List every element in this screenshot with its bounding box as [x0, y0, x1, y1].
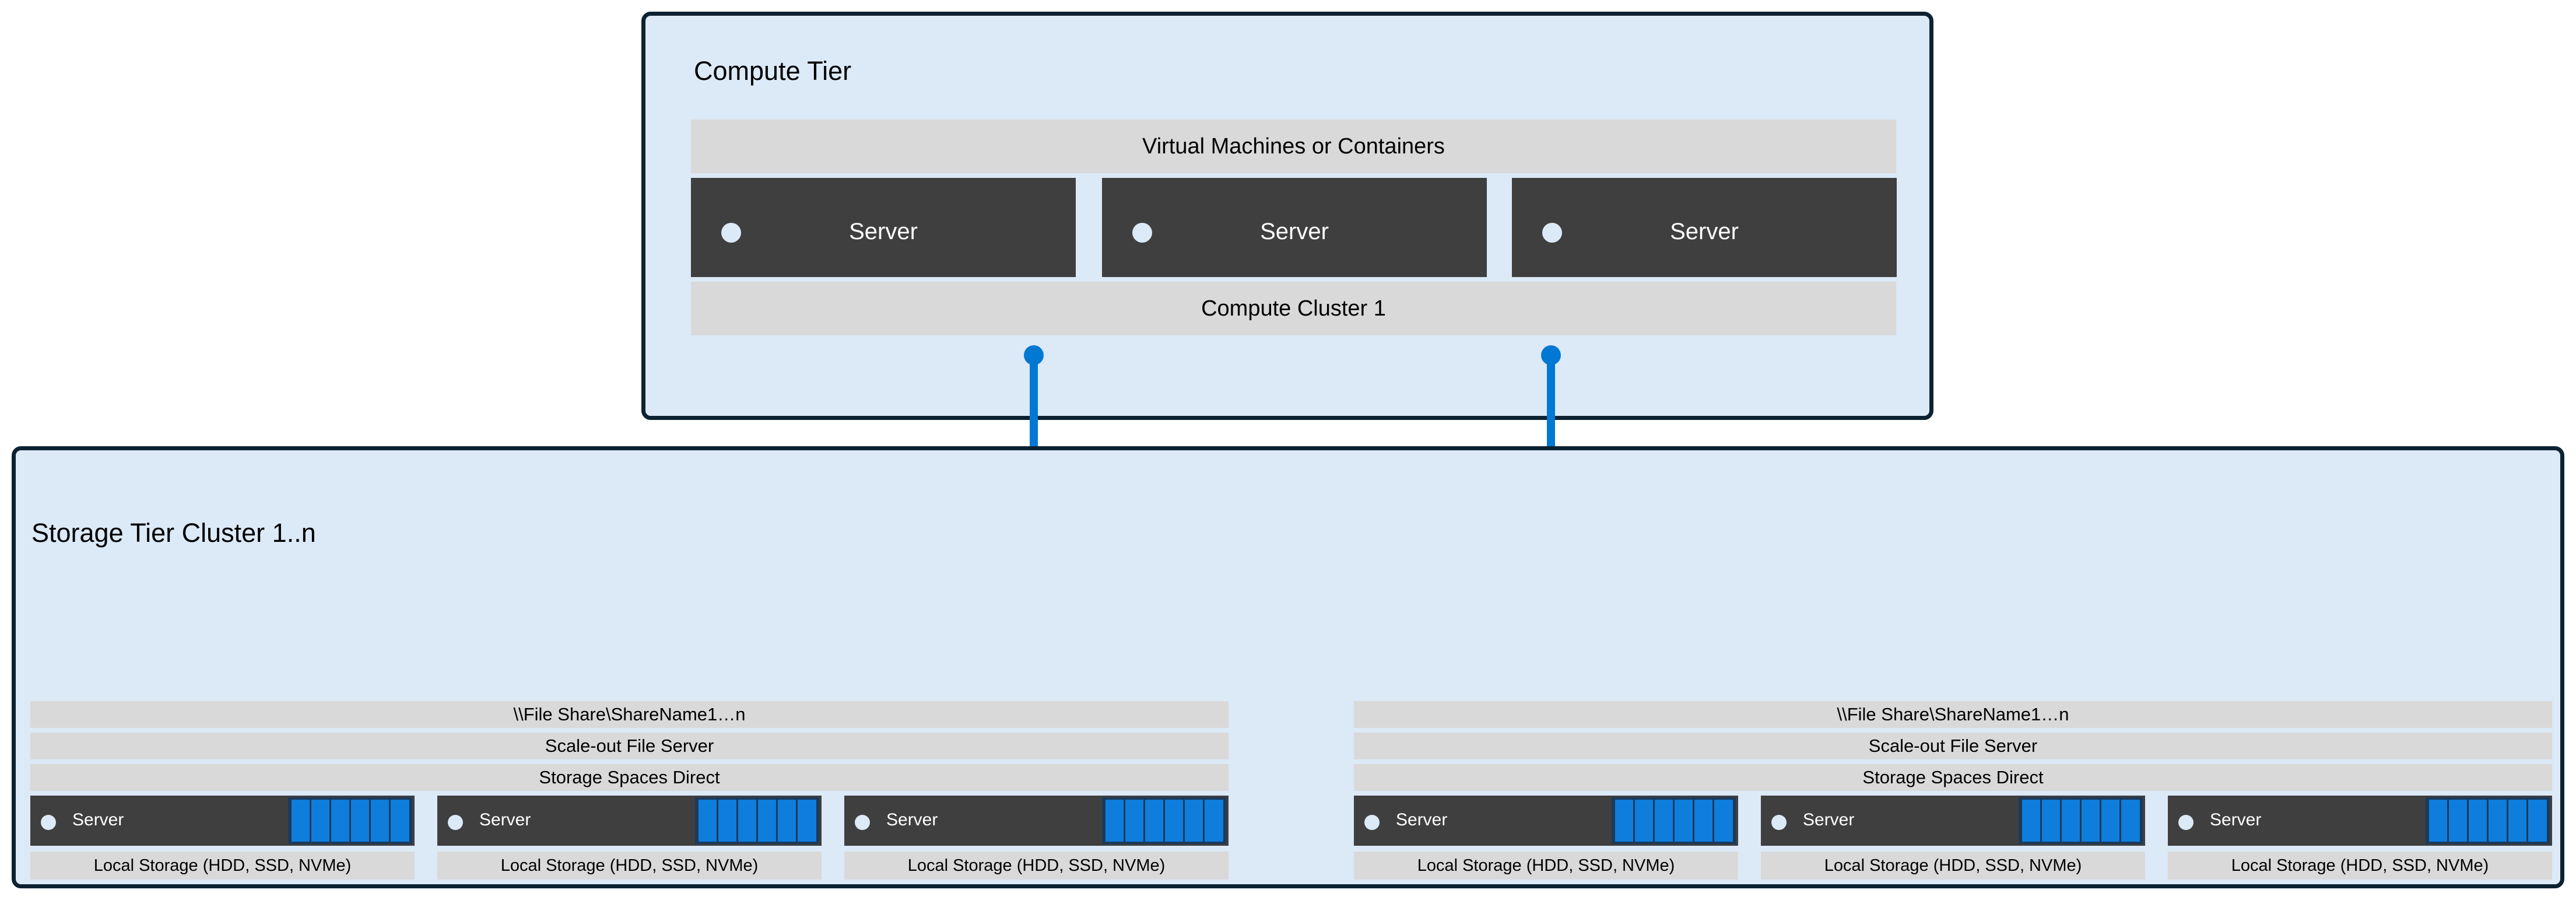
disk-icon [371, 800, 389, 842]
disk-icon [2508, 800, 2527, 842]
storage-tier-container: Storage Tier Cluster 1..n \\File Share\S… [12, 446, 2564, 888]
disk-icon [2041, 800, 2060, 842]
disk-array-icon [2426, 797, 2550, 844]
disk-icon [758, 800, 777, 842]
storage-spaces-direct-bar: Storage Spaces Direct [30, 764, 1229, 791]
disk-icon [1185, 800, 1203, 842]
disk-array-icon [2019, 797, 2143, 844]
compute-server-1-label: Server [849, 219, 918, 244]
disk-icon [2468, 800, 2487, 842]
local-storage-label: Local Storage (HDD, SSD, NVMe) [30, 852, 415, 880]
local-storage-label: Local Storage (HDD, SSD, NVMe) [2168, 852, 2552, 880]
storage-node-3-chassis: Server [2168, 796, 2552, 846]
storage-tier-title: Storage Tier Cluster 1..n [31, 518, 316, 548]
status-led-icon [41, 815, 56, 830]
disk-array-icon [1102, 797, 1226, 844]
storage-spaces-direct-bar: Storage Spaces Direct [1354, 764, 2552, 791]
storage-cluster-left: \\File Share\ShareName1…n Scale-out File… [30, 450, 1229, 884]
storage-node-1-chassis: Server [30, 796, 415, 846]
disk-icon [1145, 800, 1164, 842]
disk-icon [1125, 800, 1143, 842]
compute-cluster-1-bar: Compute Cluster 1 [691, 282, 1896, 335]
disk-icon [778, 800, 796, 842]
virtual-machines-or-containers-bar: Virtual Machines or Containers [691, 120, 1896, 173]
disk-icon [1615, 800, 1633, 842]
storage-node-3-label: Server [2210, 810, 2262, 829]
scale-out-file-server-bar: Scale-out File Server [30, 733, 1229, 759]
status-led-icon [721, 223, 741, 243]
compute-server-3: Server [1512, 178, 1897, 277]
disk-icon [2082, 800, 2100, 842]
disk-icon [1165, 800, 1184, 842]
disk-icon [391, 800, 409, 842]
disk-icon [738, 800, 757, 842]
storage-node-3-chassis: Server [844, 796, 1229, 846]
disk-icon [1714, 800, 1733, 842]
status-led-icon [1132, 223, 1152, 243]
disk-array-icon [695, 797, 819, 844]
disk-icon [1675, 800, 1693, 842]
compute-tier-title: Compute Tier [694, 56, 852, 86]
disk-icon [1634, 800, 1653, 842]
status-led-icon [1364, 815, 1380, 830]
compute-server-3-label: Server [1670, 219, 1739, 244]
disk-icon [718, 800, 736, 842]
disk-icon [1105, 800, 1124, 842]
disk-icon [2448, 800, 2467, 842]
disk-icon [2489, 800, 2507, 842]
status-led-icon [855, 815, 870, 830]
disk-array-icon [1612, 797, 1736, 844]
storage-node-1-chassis: Server [1354, 796, 1738, 846]
disk-icon [2121, 800, 2140, 842]
disk-icon [2528, 800, 2547, 842]
storage-node-2-label: Server [479, 810, 531, 829]
disk-icon [1694, 800, 1713, 842]
storage-node-2-chassis: Server [1761, 796, 2145, 846]
local-storage-label: Local Storage (HDD, SSD, NVMe) [1761, 852, 2145, 880]
disk-icon [798, 800, 816, 842]
compute-server-2-label: Server [1260, 219, 1329, 244]
storage-node-1-label: Server [72, 810, 124, 829]
disk-icon [2061, 800, 2080, 842]
disk-icon [1205, 800, 1223, 842]
compute-server-2: Server [1102, 178, 1487, 277]
local-storage-label: Local Storage (HDD, SSD, NVMe) [437, 852, 822, 880]
disk-icon [2101, 800, 2120, 842]
scale-out-file-server-bar: Scale-out File Server [1354, 733, 2552, 759]
storage-node-2-chassis: Server [437, 796, 822, 846]
disk-array-icon [288, 797, 412, 844]
compute-tier-container: Compute Tier Virtual Machines or Contain… [641, 12, 1933, 420]
local-storage-label: Local Storage (HDD, SSD, NVMe) [1354, 852, 1738, 880]
storage-cluster-right: \\File Share\ShareName1…n Scale-out File… [1354, 450, 2552, 884]
status-led-icon [1542, 223, 1562, 243]
disk-icon [2428, 800, 2447, 842]
status-led-icon [448, 815, 463, 830]
local-storage-label: Local Storage (HDD, SSD, NVMe) [844, 852, 1229, 880]
file-share-bar: \\File Share\ShareName1…n [30, 701, 1229, 728]
disk-icon [331, 800, 350, 842]
disk-icon [311, 800, 329, 842]
storage-node-2-label: Server [1803, 810, 1855, 829]
storage-node-1-label: Server [1396, 810, 1448, 829]
disk-icon [351, 800, 370, 842]
file-share-bar: \\File Share\ShareName1…n [1354, 701, 2552, 728]
disk-icon [291, 800, 310, 842]
disk-icon [1654, 800, 1673, 842]
disk-icon [2022, 800, 2040, 842]
status-led-icon [2178, 815, 2194, 830]
disk-icon [698, 800, 717, 842]
status-led-icon [1771, 815, 1787, 830]
compute-server-1: Server [691, 178, 1076, 277]
storage-node-3-label: Server [886, 810, 938, 829]
